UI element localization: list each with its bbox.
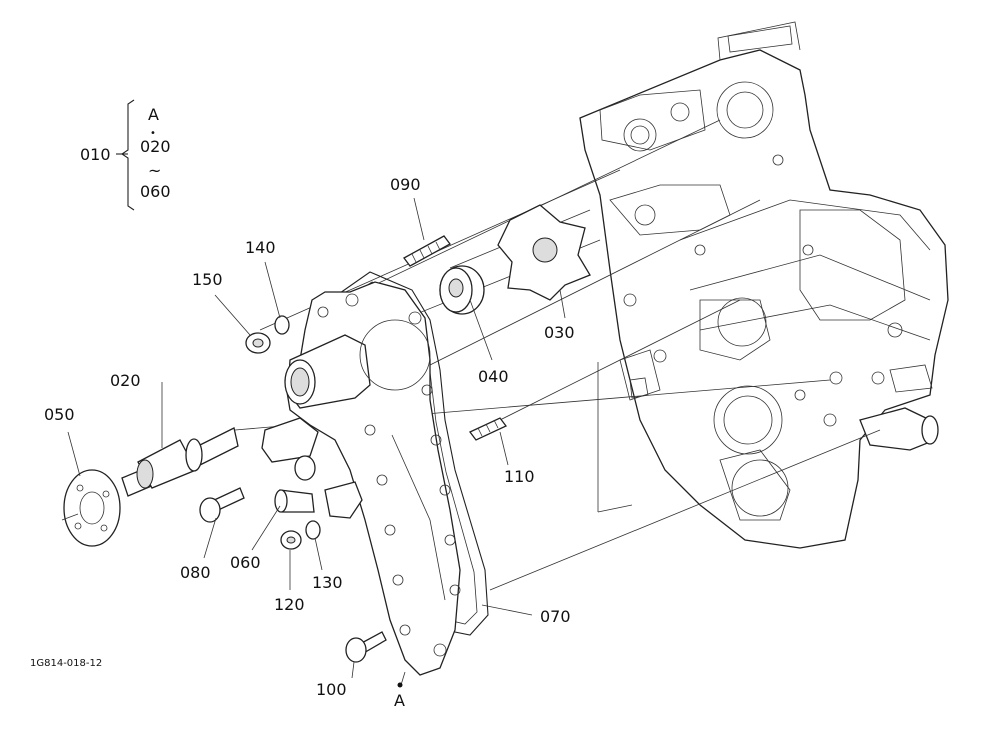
callout-060: 060 xyxy=(230,553,261,572)
callout-040: 040 xyxy=(478,367,509,386)
callout-090: 090 xyxy=(390,175,421,194)
stud-110 xyxy=(468,417,508,441)
nut-150 xyxy=(245,332,271,354)
callout-130: 130 xyxy=(312,573,343,592)
callout-150: 150 xyxy=(192,270,223,289)
leader-lines xyxy=(67,197,566,686)
kit-bracket: 010 A • 020 ~ 060 xyxy=(80,99,171,211)
ring-140 xyxy=(274,315,290,335)
gear-case-housing xyxy=(579,21,949,549)
seal-040 xyxy=(439,265,485,315)
callout-070: 070 xyxy=(540,607,571,626)
callout-110: 110 xyxy=(504,467,535,486)
callout-140: 140 xyxy=(245,238,276,257)
callout-100: 100 xyxy=(316,680,347,699)
nut-120 xyxy=(280,530,302,550)
water-pump-body xyxy=(261,281,461,676)
bolt-100 xyxy=(345,631,387,663)
bracket-ref-a: A xyxy=(148,105,159,124)
shaft-bearing-020 xyxy=(121,427,239,497)
part-callouts: 020 030 040 050 060 070 080 090 100 110 … xyxy=(44,175,575,699)
impeller-030 xyxy=(497,204,591,301)
bracket-dot: • xyxy=(150,128,156,139)
callout-050: 050 xyxy=(44,405,75,424)
reference-marker: A xyxy=(394,682,405,710)
callout-020: 020 xyxy=(110,371,141,390)
drawing-code: 1G814-018-12 xyxy=(30,658,102,669)
callout-080: 080 xyxy=(180,563,211,582)
washer-130 xyxy=(305,520,321,540)
ref-marker-a: A xyxy=(394,691,405,710)
stud-090 xyxy=(403,235,451,267)
bracket-range-from: 020 xyxy=(140,137,171,156)
bolt-080 xyxy=(199,487,245,523)
bracket-range-tilde: ~ xyxy=(148,161,161,180)
pipe-060 xyxy=(274,489,315,513)
callout-030: 030 xyxy=(544,323,575,342)
bracket-range-to: 060 xyxy=(140,182,171,201)
flange-050 xyxy=(61,469,121,547)
bracket-parent-label: 010 xyxy=(80,145,111,164)
callout-120: 120 xyxy=(274,595,305,614)
